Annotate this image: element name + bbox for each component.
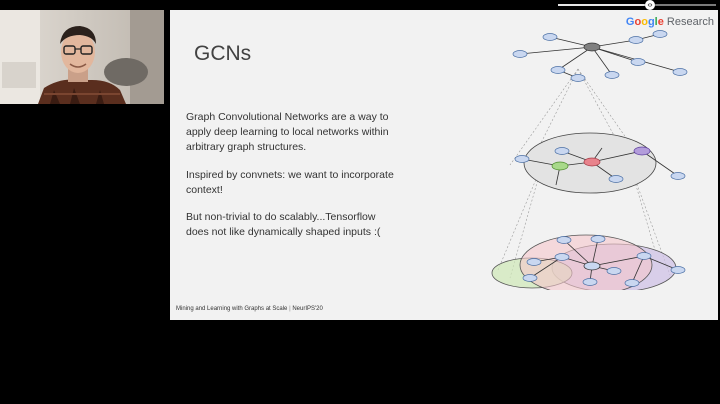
graph-node-center xyxy=(584,43,600,51)
graph-node xyxy=(551,67,565,74)
video-progress-fill xyxy=(558,4,650,6)
graph-node-green xyxy=(552,162,568,170)
webcam-feed xyxy=(0,10,164,104)
logo-letter: g xyxy=(648,16,655,28)
graph-node-purple xyxy=(634,147,650,155)
graph-node xyxy=(637,253,651,260)
slide-title: GCNs xyxy=(194,42,251,66)
slide-paragraph: Inspired by convnets: we want to incorpo… xyxy=(186,168,398,198)
graph-node xyxy=(583,279,597,286)
graph-node xyxy=(523,275,537,282)
graph-node xyxy=(625,280,639,287)
graph-node xyxy=(513,51,527,58)
graph-node xyxy=(591,236,605,243)
graph-layer-middle xyxy=(515,133,685,193)
graph-node xyxy=(557,237,571,244)
graph-node xyxy=(571,75,585,82)
google-wordmark: Google xyxy=(626,16,664,28)
graph-node xyxy=(673,69,687,76)
graph-node xyxy=(671,267,685,274)
video-progress-bar[interactable] xyxy=(558,4,716,6)
graph-node xyxy=(653,31,667,38)
brand-suffix: Research xyxy=(664,16,714,28)
graph-node xyxy=(555,254,569,261)
slide-footer: Mining and Learning with Graphs at Scale… xyxy=(176,306,323,312)
graph-node xyxy=(629,37,643,44)
google-research-logo: Google Research xyxy=(626,16,714,28)
graph-node xyxy=(515,156,529,163)
graph-node xyxy=(607,268,621,275)
graph-node xyxy=(671,173,685,180)
graph-node xyxy=(631,59,645,66)
graph-layer-bottom xyxy=(492,235,685,290)
gcn-diagram xyxy=(490,30,690,290)
slide-paragraph: But non-trivial to do scalably...Tensorf… xyxy=(186,210,398,240)
graph-layer-top xyxy=(513,31,687,82)
presentation-slide: Google Research GCNs Graph Convolutional… xyxy=(170,10,718,320)
footer-title: Mining and Learning with Graphs at Scale xyxy=(176,306,287,312)
graph-node-red xyxy=(584,158,600,166)
graph-node xyxy=(543,34,557,41)
graph-node-center xyxy=(584,262,600,270)
graph-node xyxy=(605,72,619,79)
logo-letter: o xyxy=(641,16,648,28)
slide-paragraph: Graph Convolutional Networks are a way t… xyxy=(186,110,398,155)
graph-node xyxy=(555,148,569,155)
graph-node xyxy=(609,176,623,183)
graph-node xyxy=(527,259,541,266)
footer-venue: NeurIPS'20 xyxy=(292,306,323,312)
seek-handle-icon[interactable] xyxy=(645,0,655,10)
